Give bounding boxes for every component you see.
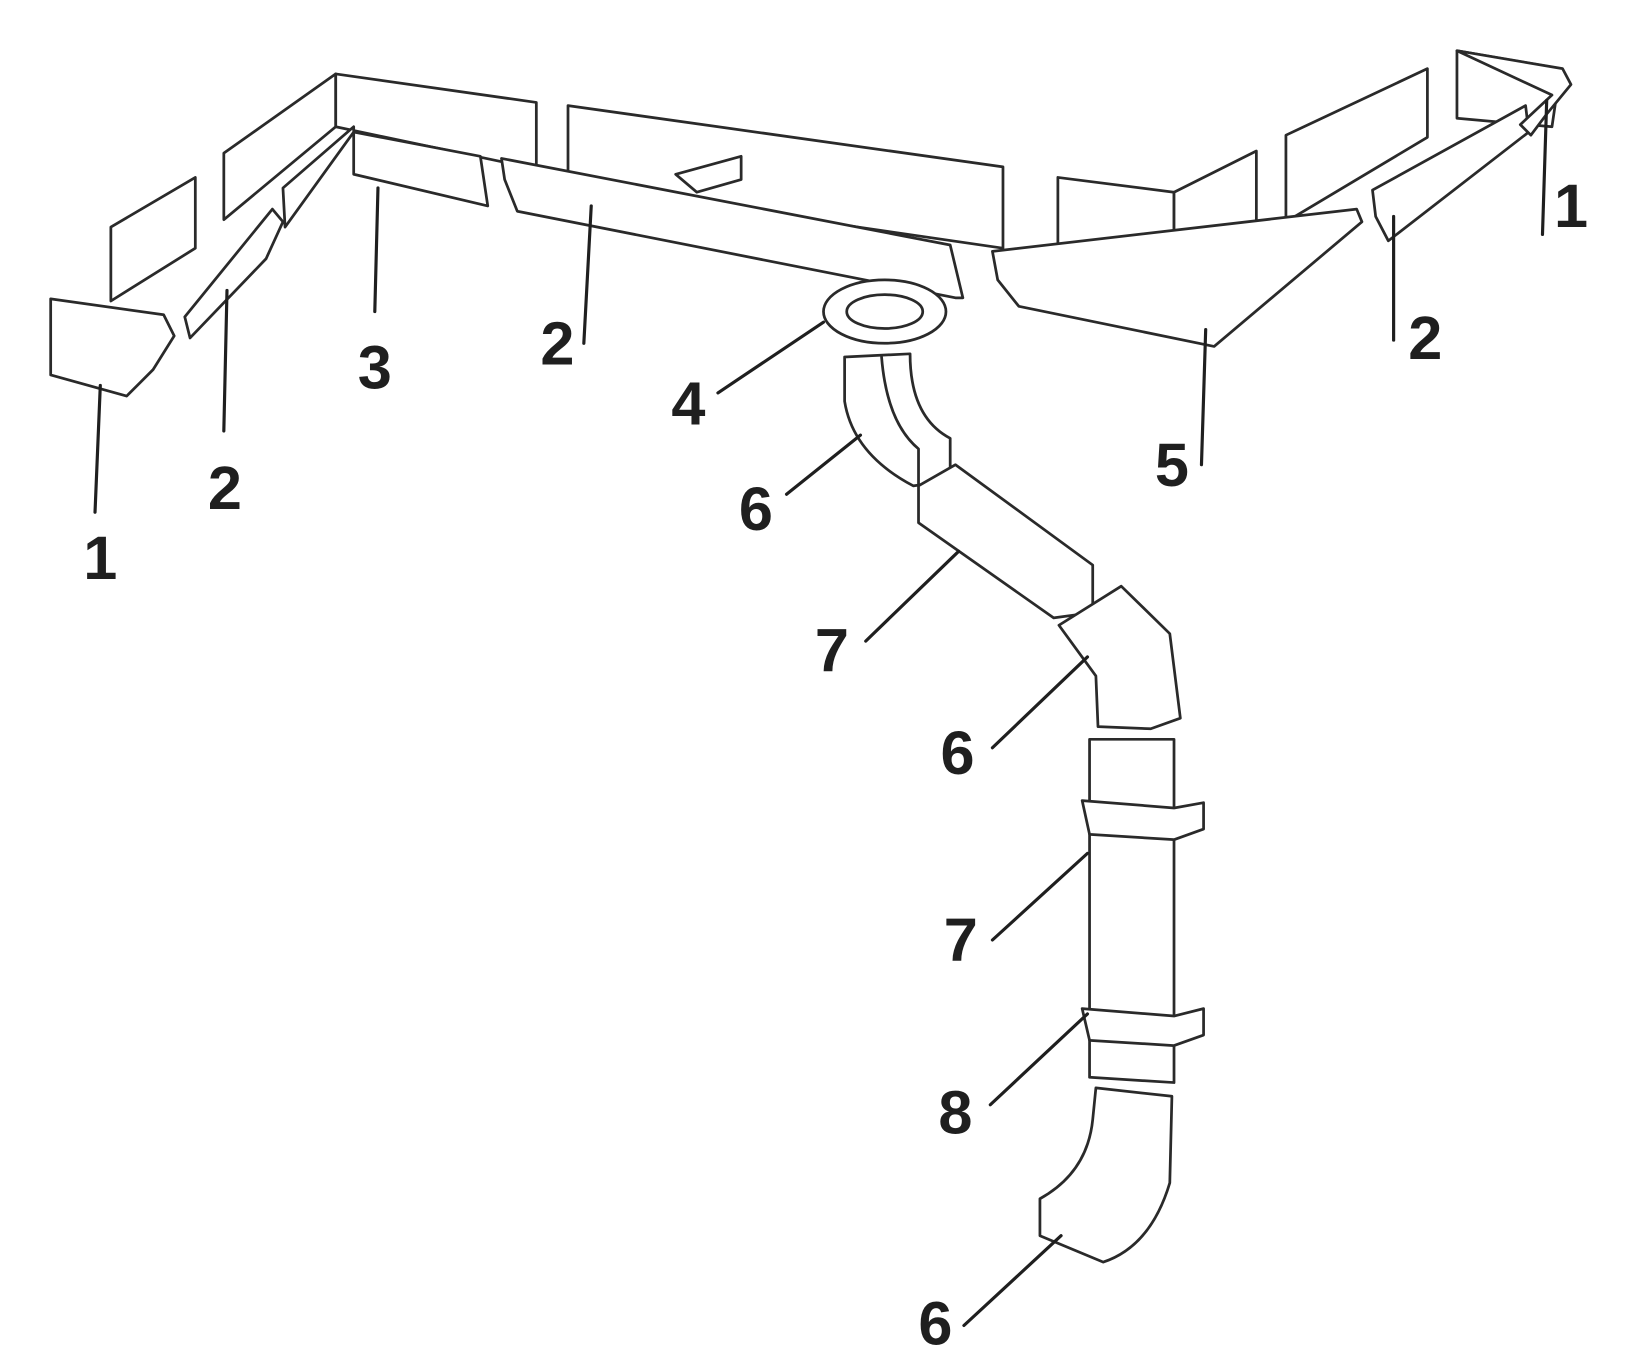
callout-label: 5 bbox=[1155, 431, 1189, 499]
outer-corner bbox=[991, 207, 1364, 348]
wall-panels bbox=[109, 49, 1562, 303]
callout-label: 2 bbox=[1408, 304, 1442, 372]
elbow-bottom bbox=[1038, 1086, 1174, 1264]
pipe-diagonal bbox=[917, 463, 1095, 620]
downpipe bbox=[843, 352, 1205, 1264]
callout-label: 1 bbox=[1554, 172, 1588, 240]
bracket bbox=[1080, 1007, 1205, 1047]
callout-label: 7 bbox=[944, 906, 978, 974]
inner-corner bbox=[281, 125, 490, 229]
callout-label: 6 bbox=[941, 719, 975, 787]
gutter-left bbox=[183, 207, 285, 340]
gutter-right bbox=[1371, 104, 1531, 243]
callout-label: 4 bbox=[671, 370, 705, 438]
callout-label: 2 bbox=[540, 309, 574, 377]
callout-label: 6 bbox=[918, 1289, 952, 1354]
leader-lines bbox=[93, 98, 1549, 1328]
end-cap-left bbox=[49, 297, 176, 398]
callout-label: 6 bbox=[739, 475, 773, 543]
bracket-top bbox=[1080, 799, 1205, 842]
callout-label: 8 bbox=[938, 1078, 972, 1146]
callout-label: 2 bbox=[208, 454, 242, 522]
callout-label: 3 bbox=[358, 334, 392, 402]
callout-label: 1 bbox=[83, 524, 117, 592]
gutter-center bbox=[500, 157, 965, 300]
outlet bbox=[822, 278, 948, 345]
elbow-middle bbox=[1057, 584, 1182, 731]
gutters bbox=[49, 49, 1573, 398]
callout-labels: 1 2 3 2 4 6 7 6 7 8 6 5 2 1 bbox=[83, 172, 1588, 1354]
callout-label: 7 bbox=[815, 617, 849, 685]
